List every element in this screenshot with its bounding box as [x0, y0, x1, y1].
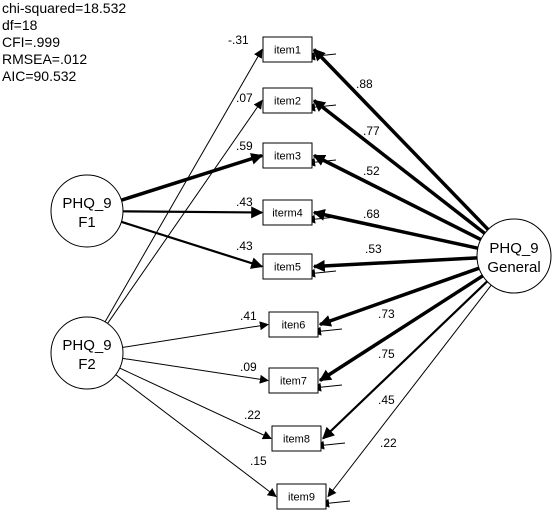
- f1-paths: [120, 153, 264, 269]
- f1-loading-4: .43: [236, 195, 253, 209]
- item-box-1: [262, 36, 313, 63]
- fit-cfi: CFI=.999: [2, 34, 60, 50]
- general-paths: [312, 48, 492, 498]
- general-loading-5: .53: [365, 242, 382, 256]
- latent-f2-label-1: PHQ_9: [62, 337, 111, 354]
- general-path-4: [312, 208, 479, 250]
- item-label-2: item2: [274, 96, 301, 108]
- f2-loading-7: .09: [240, 360, 257, 374]
- general-path-7: [318, 274, 484, 382]
- f2-loading-9: .15: [250, 454, 267, 468]
- general-loading-1: .88: [356, 77, 373, 91]
- general-loading-4: .68: [363, 207, 380, 221]
- f1-loading-5: .43: [236, 239, 253, 253]
- fit-chi-squared: chi-squared=18.532: [2, 0, 127, 16]
- fit-rmsea: RMSEA=.012: [2, 51, 88, 67]
- item-label-7: item7: [280, 376, 307, 388]
- f1-loading-3: .59: [236, 139, 253, 153]
- f1-path-3: [120, 153, 264, 202]
- item-box-5: [262, 253, 313, 280]
- general-path-2: [312, 99, 486, 235]
- f2-loading-6: .41: [240, 309, 257, 323]
- f2-path-9: [115, 374, 277, 498]
- latent-f1-label-1: PHQ_9: [62, 195, 111, 212]
- latent-general-label-2: General: [487, 259, 540, 276]
- f2-loading-1: -.31: [228, 33, 249, 47]
- f1-path-5: [121, 220, 264, 269]
- item-label-8: item8: [283, 434, 310, 446]
- f2-paths: [104, 48, 277, 498]
- latent-general-label-1: PHQ_9: [489, 240, 538, 257]
- general-path-9: [327, 284, 492, 498]
- item-label-1: item1: [274, 45, 301, 57]
- general-path-8: [322, 280, 488, 440]
- general-path-6: [318, 266, 480, 327]
- fit-aic: AIC=90.532: [2, 68, 77, 84]
- item-label-3: item3: [274, 151, 301, 163]
- general-loading-3: .52: [363, 164, 380, 178]
- item-label-5: item5: [274, 262, 301, 274]
- f2-path-8: [119, 367, 272, 440]
- loading-labels: .88 .77 .52 .68 .53 .73 .75 .45 .22 .59 .43 .43 -.31…: [228, 33, 397, 468]
- general-loading-8: .45: [378, 393, 395, 407]
- item-box-4: [262, 199, 313, 226]
- f2-path-7: [122, 357, 269, 384]
- latent-f2-label-2: F2: [78, 356, 96, 373]
- general-path-1: [312, 48, 490, 231]
- item-label-4: iterm4: [272, 208, 303, 220]
- latent-f2-circle: [50, 316, 124, 390]
- item-box-2: [262, 87, 313, 114]
- f2-path-6: [122, 321, 269, 348]
- f2-path-1: [104, 48, 263, 323]
- fit-df: df=18: [2, 17, 38, 33]
- general-path-3: [312, 153, 482, 242]
- item-box-9: [276, 483, 327, 510]
- f1-path-4: [122, 206, 264, 219]
- item-label-6: iten6: [282, 320, 306, 332]
- latent-general-circle: [476, 218, 552, 294]
- f2-path-2: [107, 99, 263, 324]
- fit-statistics: chi-squared=18.532 df=18 CFI=.999 RMSEA=…: [2, 0, 132, 85]
- general-path-5: [312, 256, 478, 272]
- f2-loading-8: .22: [244, 408, 261, 422]
- f2-loading-2: .07: [236, 91, 253, 105]
- general-loading-9: .22: [380, 436, 397, 450]
- item-box-3: [262, 142, 313, 169]
- item-box-6: [268, 311, 319, 338]
- item-box-8: [271, 425, 322, 452]
- general-loading-2: .77: [363, 124, 380, 138]
- item-label-9: item9: [288, 492, 315, 504]
- general-loading-7: .75: [378, 347, 395, 361]
- observed-items: item1 item2 item3 iterm4 item5 iten6 item7 item…: [262, 36, 327, 510]
- latent-f1-circle: [50, 174, 124, 248]
- item-box-7: [268, 367, 319, 394]
- latent-f1-label-2: F1: [78, 214, 96, 231]
- general-loading-6: .73: [378, 307, 395, 321]
